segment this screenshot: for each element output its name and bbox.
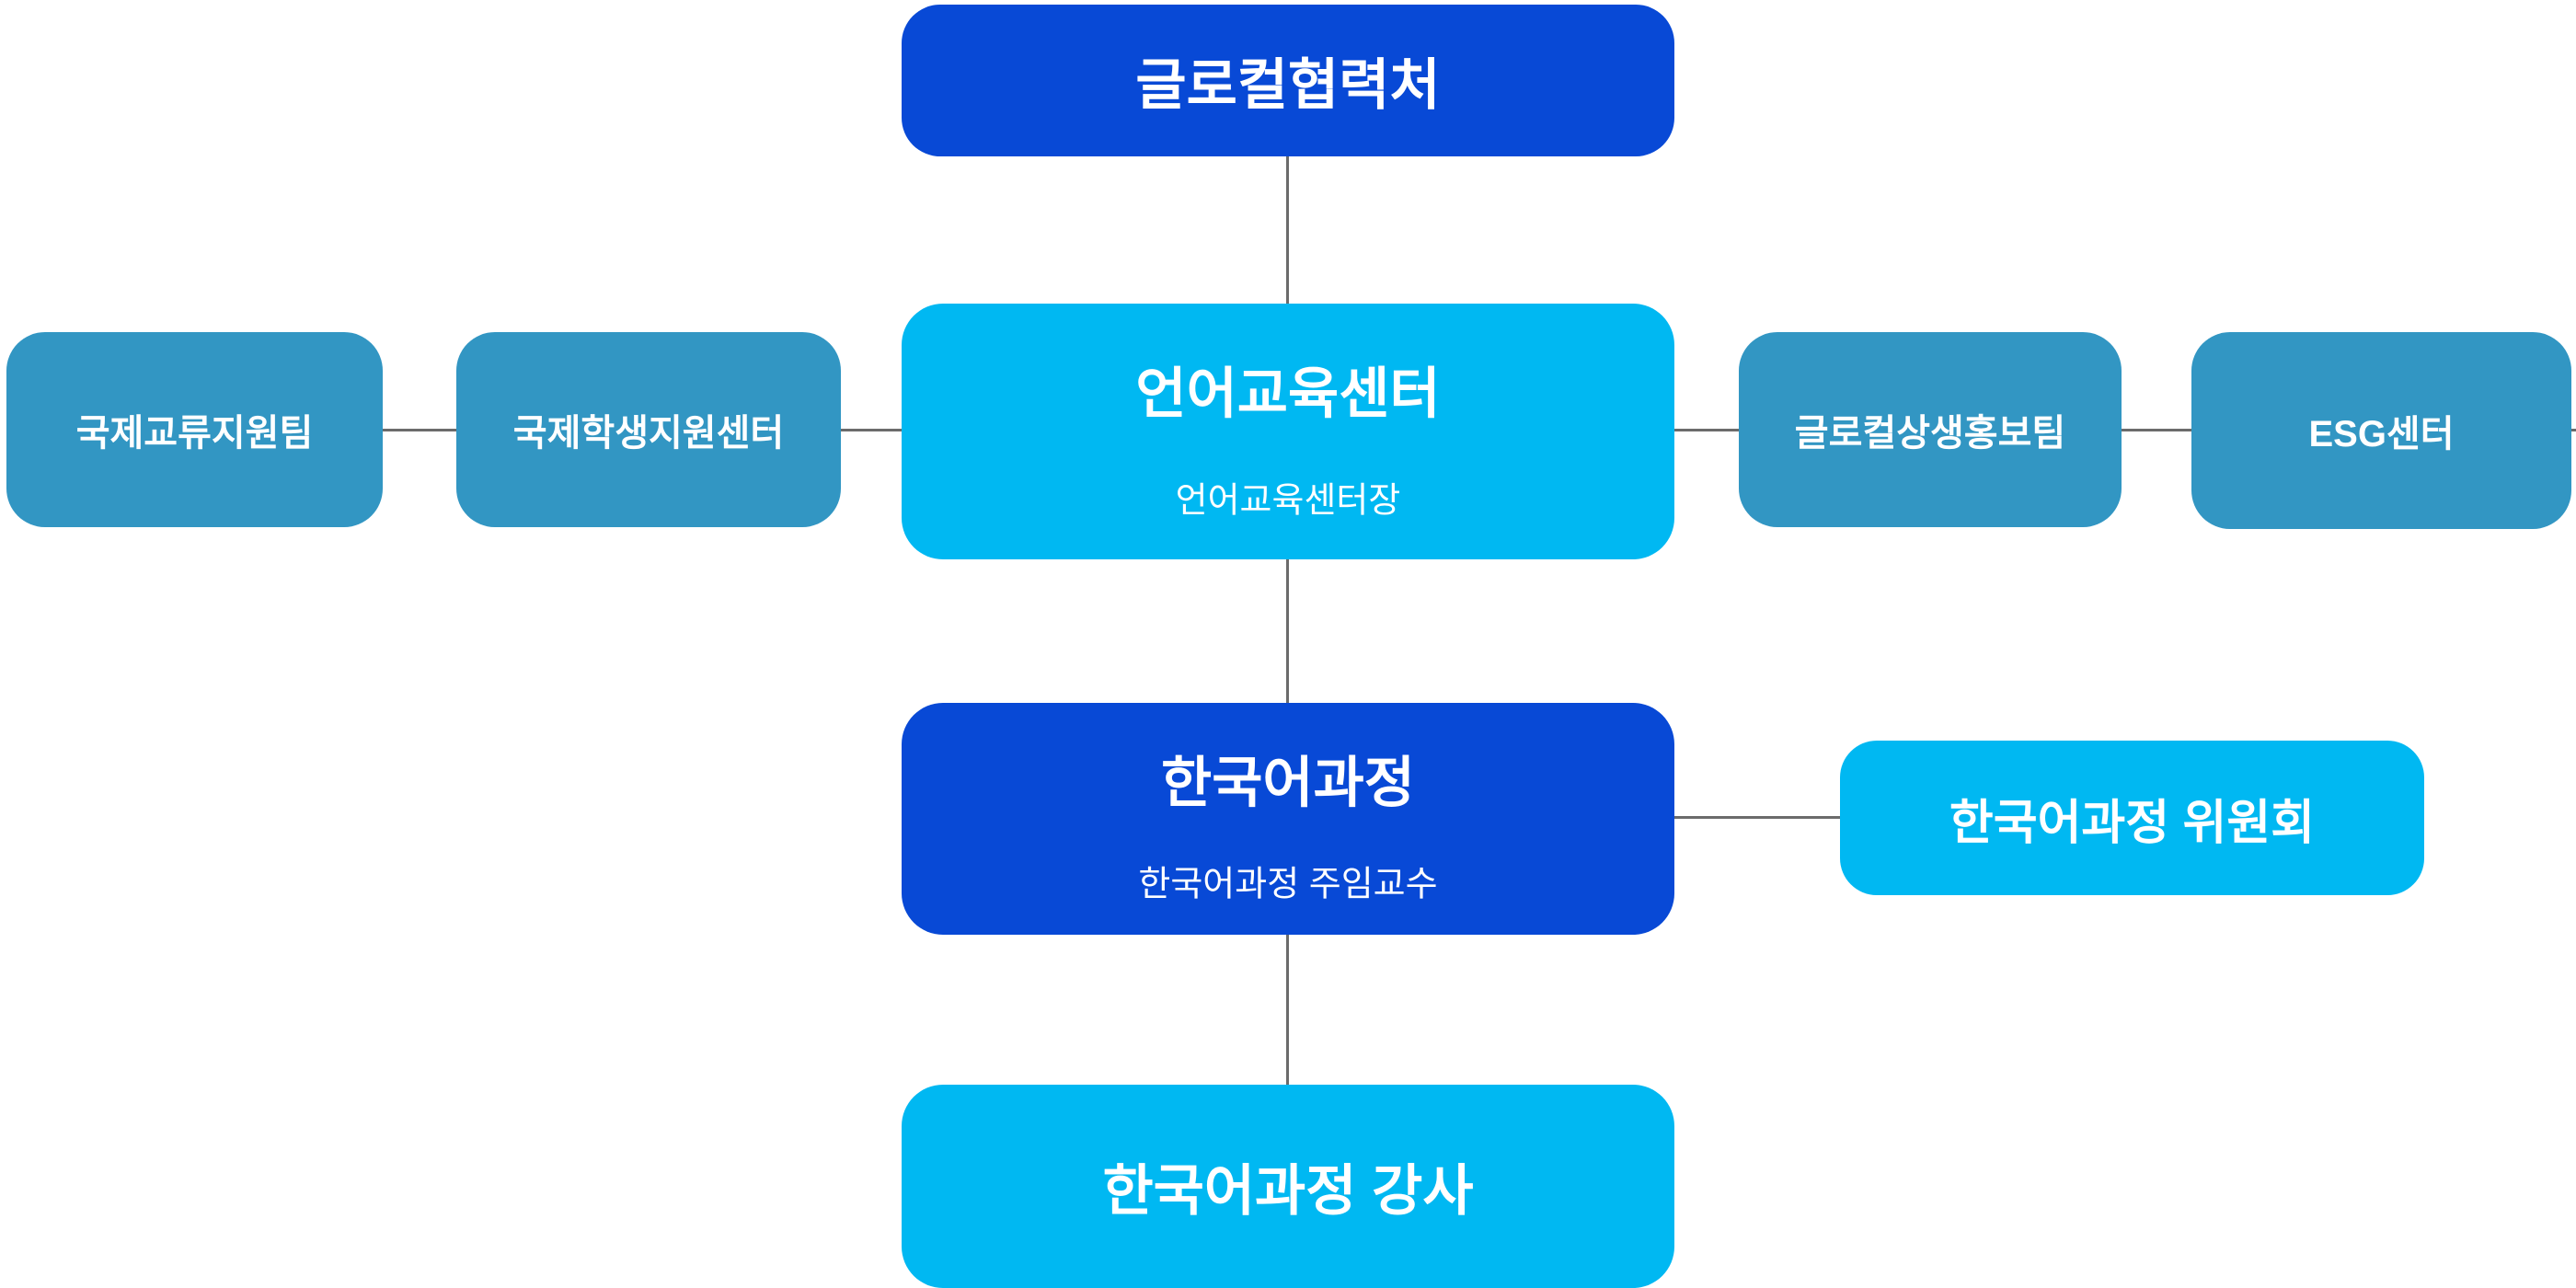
connector-student-to-langcenter	[841, 429, 902, 431]
connector-pr-to-esg	[2122, 429, 2191, 431]
connector-langcenter-to-pr	[1674, 429, 1739, 431]
org-node-international-exchange-team: 국제교류지원팀	[6, 332, 383, 527]
org-node-esg-center: ESG센터	[2191, 332, 2571, 529]
org-node-label: 한국어과정	[1161, 752, 1415, 814]
org-node-label: 국제교류지원팀	[75, 413, 314, 454]
org-node-sublabel: 한국어과정 주임교수	[1138, 865, 1438, 904]
org-node-label: 한국어과정 위원회	[1949, 796, 2316, 850]
org-node-korean-program-instructors: 한국어과정 강사	[902, 1085, 1674, 1288]
connector-langcenter-to-korean	[1286, 559, 1289, 703]
org-node-sublabel: 언어교육센터장	[1175, 481, 1401, 521]
org-node-label: 한국어과정 강사	[1102, 1160, 1474, 1222]
org-node-korean-language-program: 한국어과정 한국어과정 주임교수	[902, 703, 1674, 935]
org-node-language-education-center: 언어교육센터 언어교육센터장	[902, 304, 1674, 559]
connector-exchange-to-student	[383, 429, 456, 431]
org-node-label: 국제학생지원센터	[512, 413, 785, 454]
org-node-label: 글로컬협력처	[1135, 54, 1441, 116]
org-node-label: ESG센터	[2308, 414, 2455, 454]
connector-korean-to-committee	[1674, 816, 1840, 819]
org-node-international-student-support-center: 국제학생지원센터	[456, 332, 841, 527]
org-node-label: 언어교육센터	[1135, 362, 1441, 425]
org-node-label: 글로컬상생홍보팀	[1794, 413, 2066, 454]
org-node-glocal-cooperation-office: 글로컬협력처	[902, 5, 1674, 156]
connector-top-to-langcenter	[1286, 156, 1289, 304]
org-node-korean-program-committee: 한국어과정 위원회	[1840, 741, 2424, 895]
connector-esg-right-stub	[2571, 429, 2576, 431]
connector-korean-to-instructor	[1286, 935, 1289, 1085]
org-node-glocal-mutual-pr-team: 글로컬상생홍보팀	[1739, 332, 2122, 527]
